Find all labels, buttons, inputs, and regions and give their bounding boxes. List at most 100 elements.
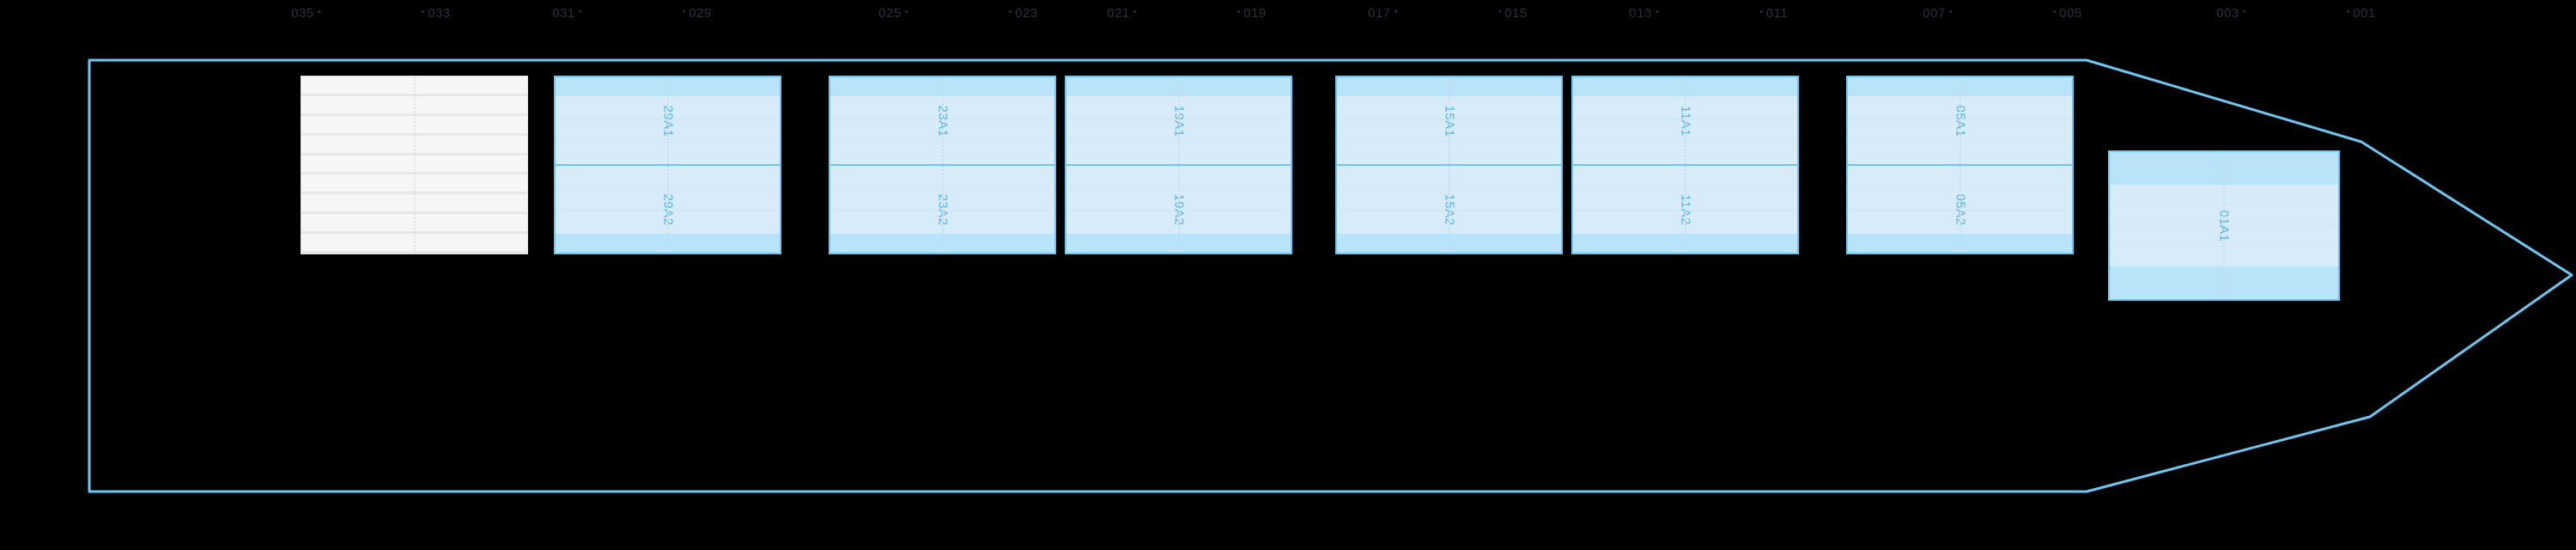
bay-tick-023[interactable]: 023: [1009, 0, 1038, 26]
tier-cap-band-top[interactable]: [1066, 77, 1291, 97]
empty-hold-row[interactable]: [301, 115, 527, 136]
empty-hold-row[interactable]: [301, 135, 527, 156]
tier-row[interactable]: [1066, 142, 1291, 164]
bay-tick-label: 035: [291, 5, 314, 21]
empty-hold-row[interactable]: [301, 214, 527, 235]
bay-tick-dot-icon: [578, 10, 581, 13]
bay-tick-021[interactable]: 021: [1107, 0, 1136, 26]
hold-01[interactable]: 01A1: [2108, 150, 2340, 301]
hold-label-23A1: 23A1: [935, 104, 950, 138]
bay-tick-001[interactable]: 001: [2347, 0, 2376, 26]
tier-group-upper[interactable]: 19A1: [1066, 77, 1291, 164]
hold-grey-35[interactable]: [301, 76, 528, 254]
bay-tick-025[interactable]: 025: [878, 0, 908, 26]
tier-cap-band-bottom[interactable]: [556, 233, 780, 253]
tier-cap-band-top[interactable]: [830, 77, 1054, 97]
tier-row[interactable]: [1573, 142, 1797, 164]
tier-cap-band-bottom[interactable]: [1573, 233, 1797, 253]
tier-row[interactable]: [1573, 166, 1797, 189]
bay-tick-031[interactable]: 031: [552, 0, 581, 26]
bay-tick-dot-icon: [1237, 10, 1241, 13]
tier-group-upper[interactable]: 11A1: [1573, 77, 1797, 164]
hold-19[interactable]: 19A1 19A2: [1065, 76, 1292, 254]
tier-cap-band-bottom[interactable]: [2110, 266, 2338, 300]
empty-hold-row[interactable]: [301, 234, 527, 254]
bay-tick-dot-icon: [1133, 10, 1136, 13]
empty-hold-row[interactable]: [301, 95, 527, 116]
hold-label-19A2: 19A2: [1171, 192, 1186, 226]
hold-label-29A2: 29A2: [660, 192, 675, 226]
tier-group-lower[interactable]: 15A2: [1337, 164, 1561, 253]
bay-tick-003[interactable]: 003: [2216, 0, 2245, 26]
bay-tick-label: 019: [1243, 5, 1267, 21]
tier-row[interactable]: [556, 166, 780, 189]
tier-cap-band-bottom[interactable]: [1848, 233, 2072, 253]
tier-cap-band-top[interactable]: [1848, 77, 2072, 97]
bay-tick-dot-icon: [1498, 10, 1502, 13]
tier-group-upper[interactable]: 01A1: [2110, 152, 2338, 300]
tier-group-lower[interactable]: 11A2: [1573, 164, 1797, 253]
bay-tick-017[interactable]: 017: [1368, 0, 1397, 26]
bay-tick-dot-icon: [1759, 10, 1763, 13]
bay-tick-label: 015: [1504, 5, 1528, 21]
bay-tick-dot-icon: [1948, 10, 1952, 13]
bay-tick-007[interactable]: 007: [1923, 0, 1952, 26]
tier-row[interactable]: [2110, 247, 2338, 267]
tier-group-lower[interactable]: 19A2: [1066, 164, 1291, 253]
tier-group-lower[interactable]: 05A2: [1848, 164, 2072, 253]
tier-row[interactable]: [1066, 166, 1291, 189]
bay-tick-label: 031: [552, 5, 575, 21]
bay-tick-035[interactable]: 035: [291, 0, 320, 26]
hold-label-23A2: 23A2: [935, 192, 950, 226]
empty-hold-row[interactable]: [301, 155, 527, 175]
tier-row[interactable]: [1848, 166, 2072, 189]
bay-tick-label: 007: [1923, 5, 1946, 21]
bay-tick-029[interactable]: 029: [683, 0, 712, 26]
bay-tick-dot-icon: [1655, 10, 1658, 13]
bay-tick-019[interactable]: 019: [1237, 0, 1267, 26]
tier-group-upper[interactable]: 15A1: [1337, 77, 1561, 164]
tier-group-lower[interactable]: 29A2: [556, 164, 780, 253]
tier-group-upper[interactable]: 29A1: [556, 77, 780, 164]
hold-29[interactable]: 29A1 29A2: [554, 76, 781, 254]
tier-row[interactable]: [1337, 142, 1561, 164]
bay-tick-label: 017: [1368, 5, 1391, 21]
tier-row[interactable]: [2110, 184, 2338, 205]
tier-group-lower[interactable]: 23A2: [830, 164, 1054, 253]
tier-cap-band-top[interactable]: [1573, 77, 1797, 97]
bay-number-ruler: 035 033 031 029 025 023 021 019 017 015 013 011 007 0…: [0, 0, 2576, 26]
tier-cap-band-bottom[interactable]: [1066, 233, 1291, 253]
tier-row[interactable]: [1848, 142, 2072, 164]
bay-tick-033[interactable]: 033: [422, 0, 451, 26]
tier-group-upper[interactable]: 23A1: [830, 77, 1054, 164]
bay-tick-005[interactable]: 005: [2053, 0, 2082, 26]
tier-row[interactable]: [1337, 166, 1561, 189]
bay-tick-011[interactable]: 011: [1759, 0, 1788, 26]
tier-cap-band-top[interactable]: [2110, 152, 2338, 185]
hold-label-01A1: 01A1: [2216, 209, 2232, 242]
empty-hold-row[interactable]: [301, 174, 527, 195]
hold-11[interactable]: 11A1 11A2: [1571, 76, 1799, 254]
tier-cap-band-bottom[interactable]: [830, 233, 1054, 253]
bay-tick-013[interactable]: 013: [1629, 0, 1658, 26]
empty-hold-row[interactable]: [301, 76, 527, 96]
tier-row[interactable]: [830, 166, 1054, 189]
tier-group-upper[interactable]: 05A1: [1848, 77, 2072, 164]
hold-label-19A1: 19A1: [1171, 104, 1186, 138]
tier-cap-band-bottom[interactable]: [1337, 233, 1561, 253]
hold-label-29A1: 29A1: [660, 104, 675, 138]
bay-tick-015[interactable]: 015: [1498, 0, 1528, 26]
bay-tick-label: 033: [428, 5, 451, 21]
bay-tick-label: 005: [2059, 5, 2082, 21]
tier-cap-band-top[interactable]: [1337, 77, 1561, 97]
bay-tick-dot-icon: [2347, 10, 2350, 13]
hold-label-11A2: 11A2: [1678, 193, 1692, 225]
empty-hold-row[interactable]: [301, 194, 527, 215]
tier-row[interactable]: [830, 142, 1054, 164]
tier-row[interactable]: [556, 142, 780, 164]
tier-cap-band-top[interactable]: [556, 77, 780, 97]
hold-23[interactable]: 23A1 23A2: [829, 76, 1056, 254]
